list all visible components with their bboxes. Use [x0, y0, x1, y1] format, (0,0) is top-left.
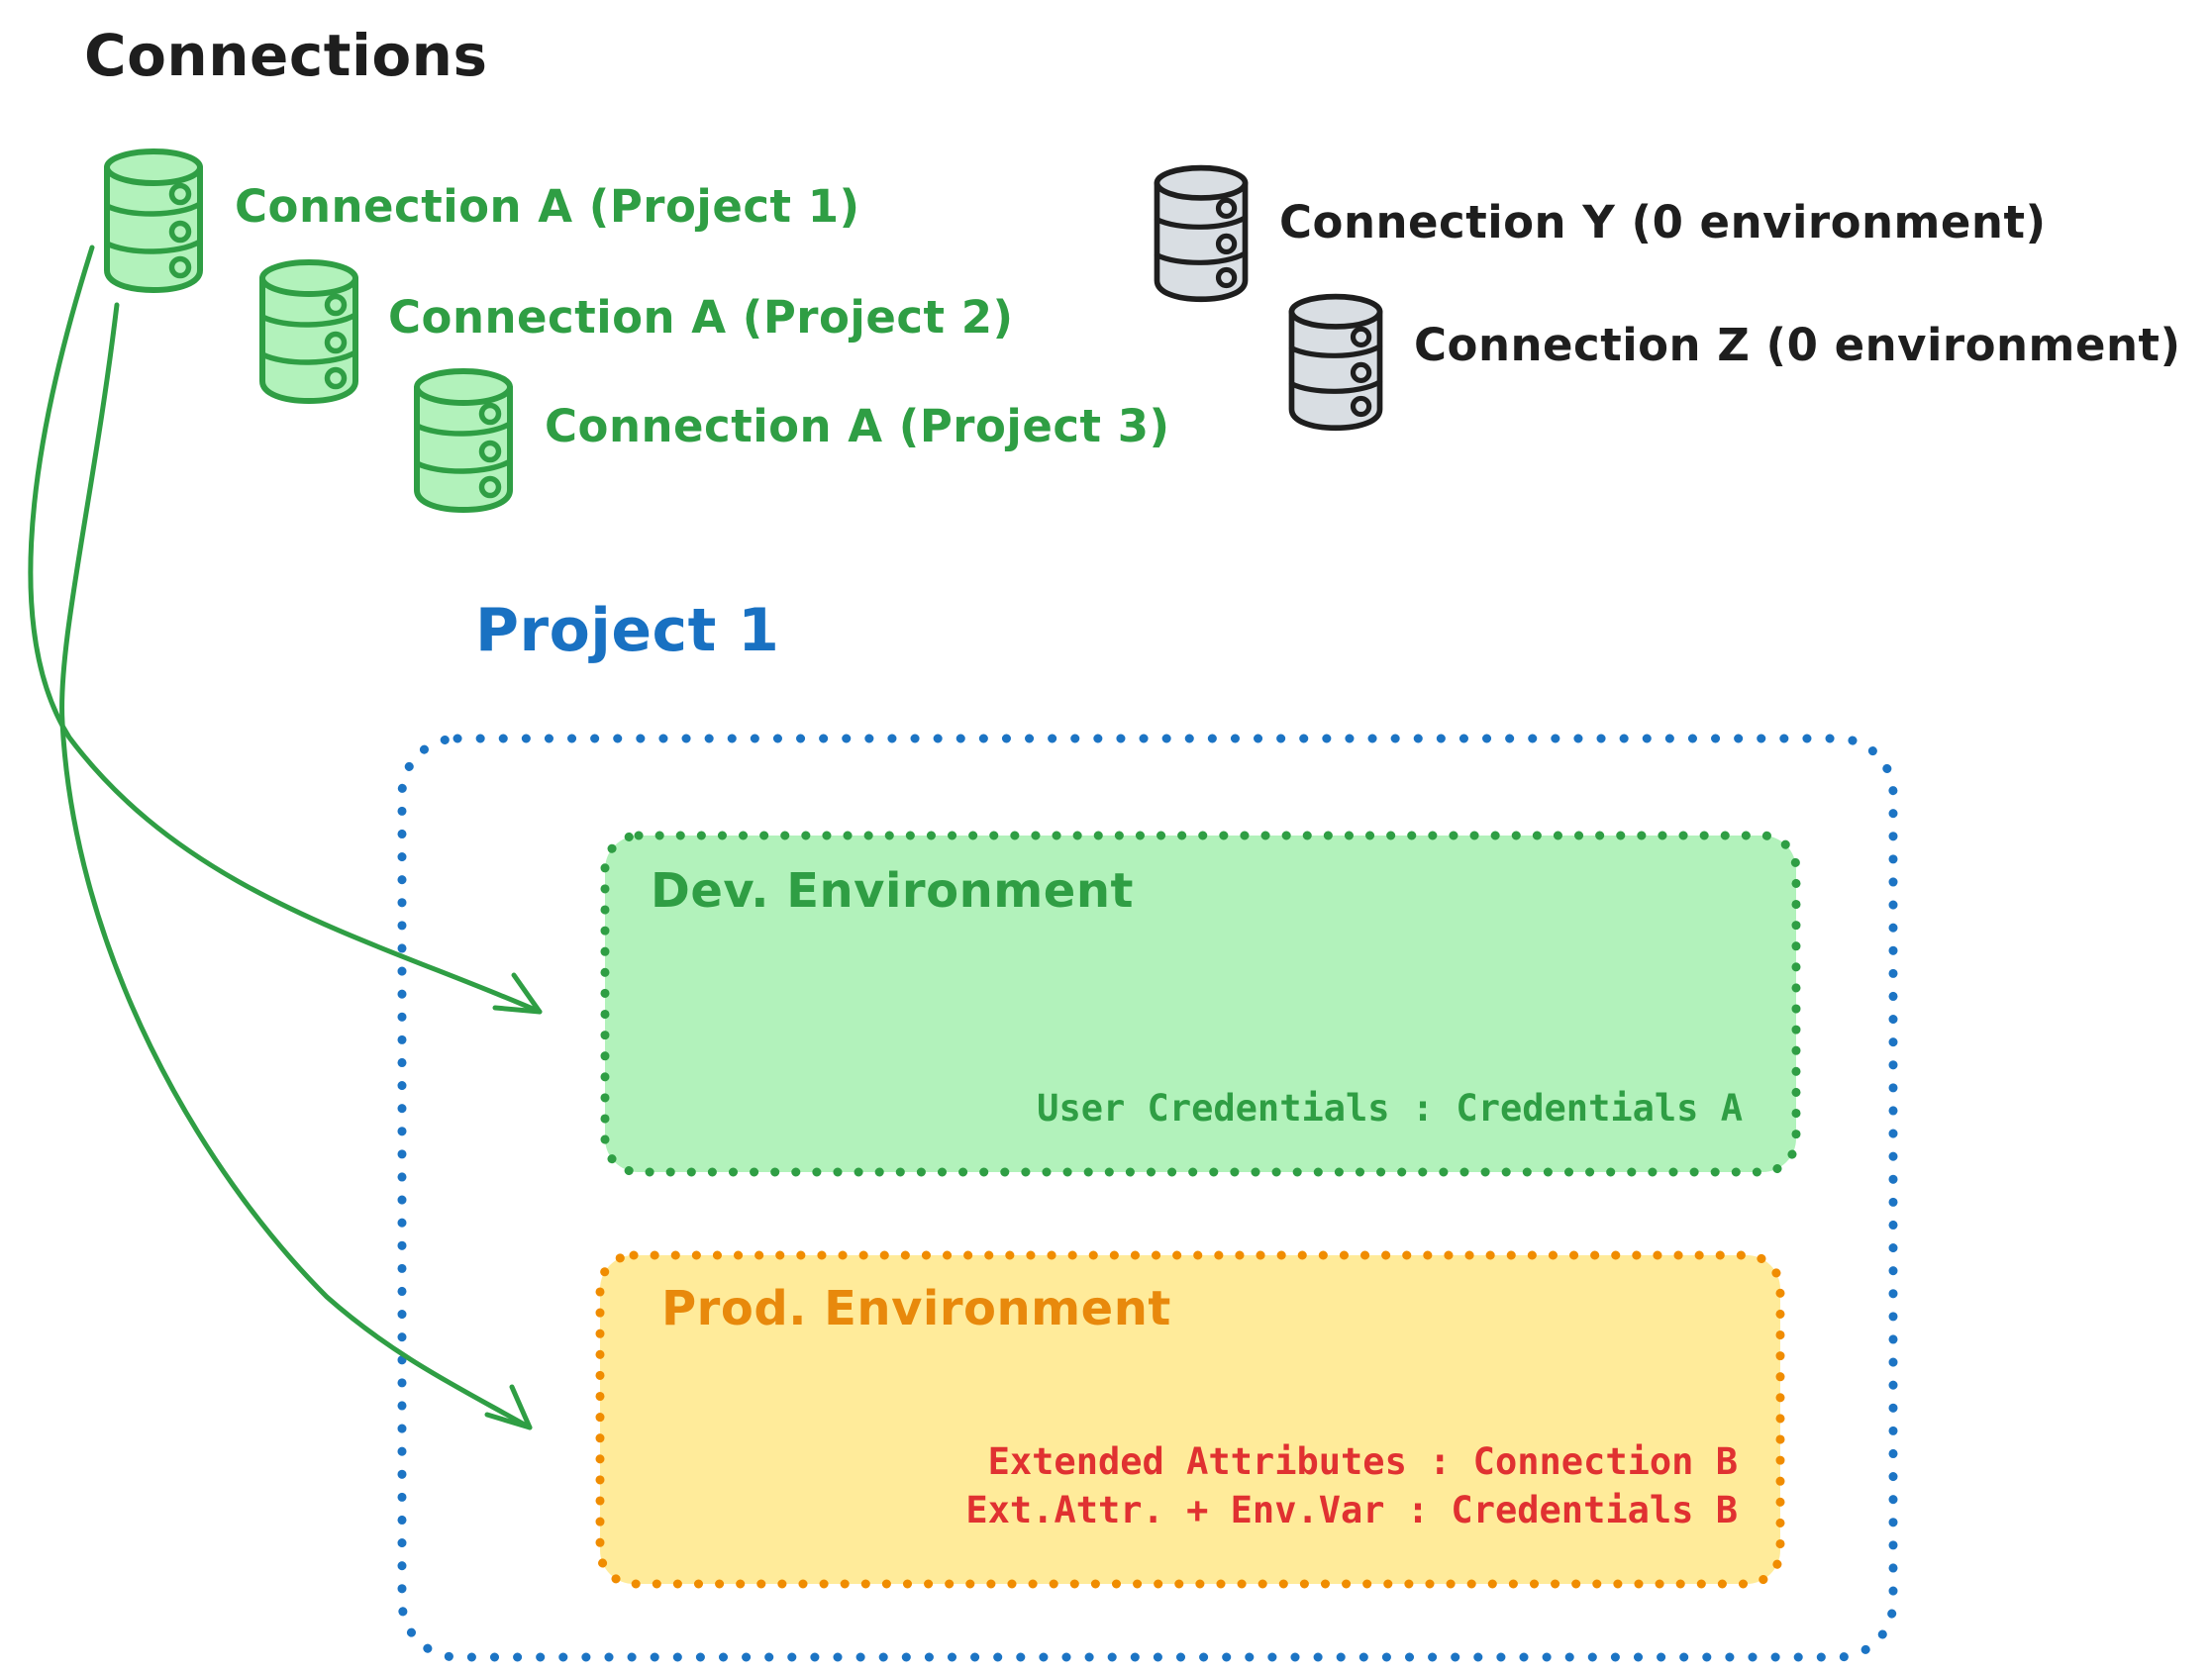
connection-label: Connection A (Project 2) [388, 291, 1014, 344]
prod-environment-box [595, 1250, 1785, 1589]
dev-environment-title: Dev. Environment [651, 863, 1134, 919]
dev-environment-box [600, 831, 1801, 1177]
database-icon [250, 255, 368, 406]
prod-mapping-line: Extended Attributes : Connection B [987, 1440, 1738, 1483]
dev-credentials-mapping: User Credentials : Credentials A [1037, 1087, 1743, 1130]
connection-label: Connection A (Project 3) [545, 400, 1170, 452]
connection-label: Connection Z (0 environment) [1414, 319, 2181, 371]
connection-label: Connection A (Project 1) [235, 180, 860, 233]
database-icon [1279, 290, 1392, 433]
diagram-title: Connections [84, 22, 488, 89]
prod-mapping-line: Ext.Attr. + Env.Var : Credentials B [965, 1489, 1738, 1531]
database-icon [1145, 161, 1257, 304]
database-icon [94, 145, 213, 295]
prod-environment-title: Prod. Environment [661, 1281, 1171, 1336]
prod-mappings: Extended Attributes : Connection B Ext.A… [594, 1437, 1738, 1534]
database-icon [404, 364, 523, 515]
connection-label: Connection Y (0 environment) [1279, 196, 2047, 248]
project-title: Project 1 [475, 596, 780, 665]
